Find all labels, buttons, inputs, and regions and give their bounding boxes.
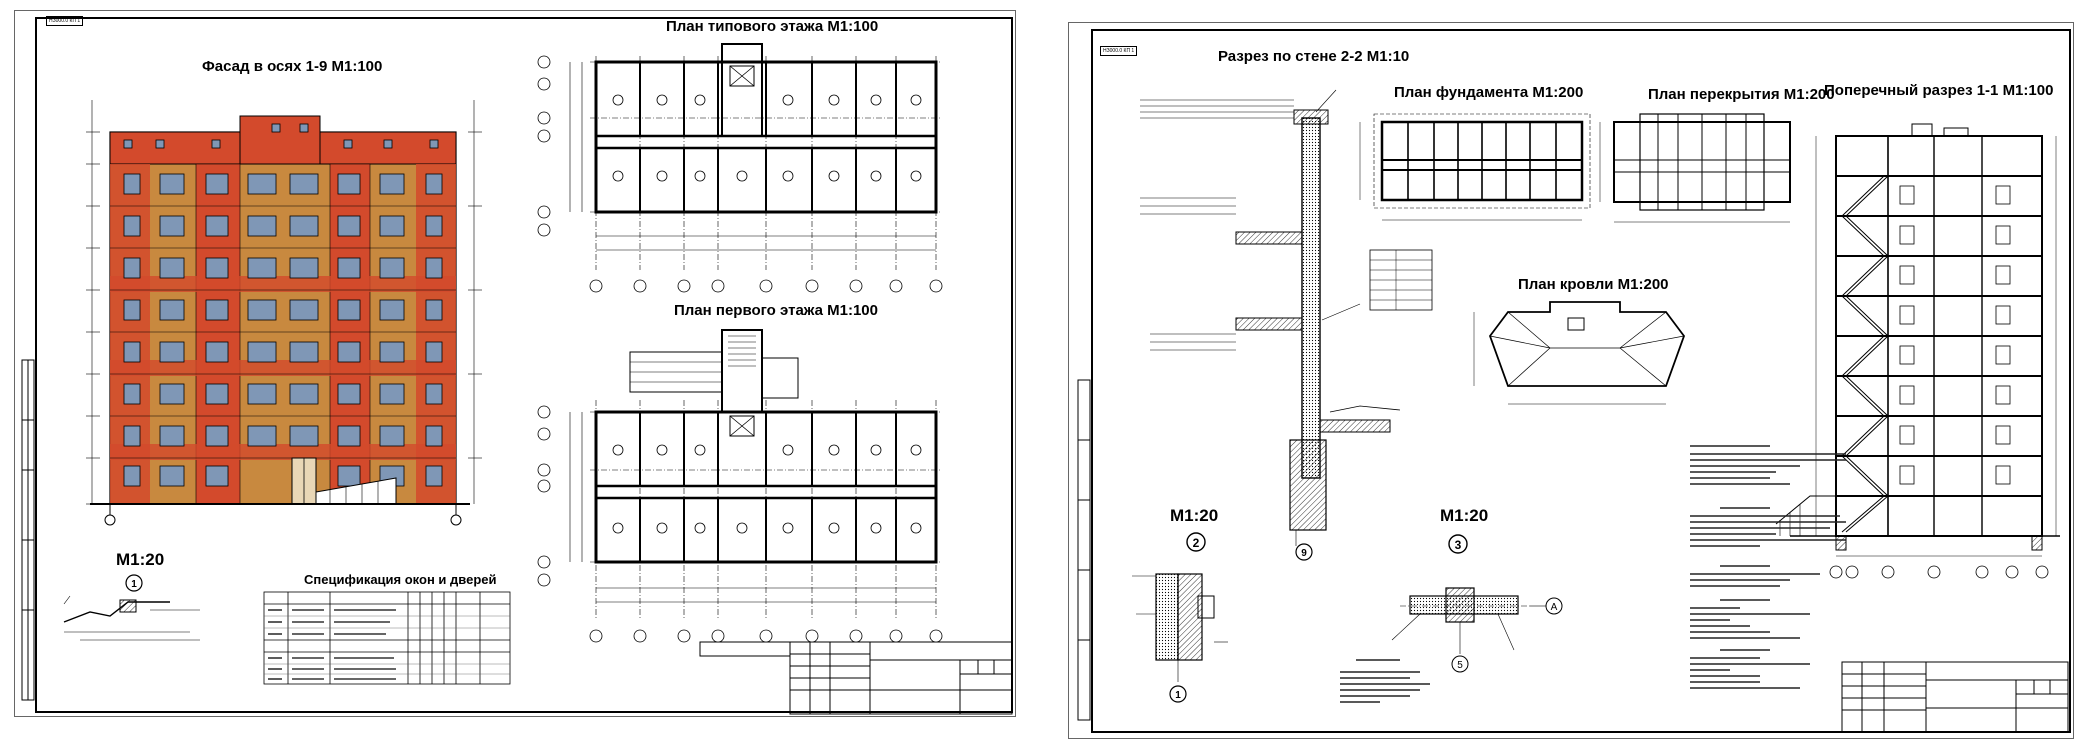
sheet-1-binding-strip: [21, 359, 35, 701]
first-floor-plan-title: План первого этажа М1:100: [674, 302, 878, 319]
cross-section-title: Поперечный разрез 1-1 М1:100: [1824, 82, 2054, 99]
detail-2-drawing: 2 1: [1132, 532, 1228, 703]
roof-plan-drawing: [1473, 301, 1686, 405]
slab-plan-title: План перекрытия М1:200: [1648, 86, 1835, 103]
sheet-1-title-block: [699, 641, 1013, 715]
sheet-1-frame: [35, 17, 1013, 713]
cross-section-drawing: [1775, 123, 2060, 579]
svg-text:1: 1: [131, 579, 137, 590]
svg-text:9: 9: [1301, 548, 1307, 559]
sheet-2-binding-strip: [1077, 379, 1091, 721]
detail-1-scale: М1:20: [116, 550, 165, 569]
sheet-2-title-block: [1841, 661, 2069, 733]
svg-text:5: 5: [1457, 660, 1463, 671]
spec-table: [263, 591, 511, 685]
roof-plan-title: План кровли М1:200: [1518, 276, 1669, 293]
spec-table-title: Спецификация окон и дверей: [304, 572, 497, 587]
foundation-plan-title: План фундамента М1:200: [1394, 84, 1584, 101]
facade-title: Фасад в осях 1-9 М1:100: [202, 58, 383, 75]
detail-3-scale: М1:20: [1440, 506, 1489, 525]
notes-text-lines: [1340, 445, 1846, 703]
svg-text:3: 3: [1455, 538, 1462, 552]
typical-floor-plan-title: План типового этажа М1:100: [666, 18, 879, 35]
typical-floor-plan: [537, 43, 943, 293]
slab-plan-drawing: [1599, 113, 1791, 223]
sheet-2-frame: [1091, 29, 2071, 733]
svg-text:A: A: [1551, 602, 1558, 613]
detail-1-drawing: 1: [63, 574, 200, 641]
detail-2-scale: М1:20: [1170, 506, 1219, 525]
svg-text:1: 1: [1175, 690, 1181, 701]
wall-section-drawing: 9: [1140, 89, 1401, 561]
drawing-sheet-2: [1068, 22, 2074, 739]
svg-text:2: 2: [1193, 536, 1200, 550]
sheet-2-stamp: НЗ000.0 КП 1: [1100, 46, 1138, 56]
wall-section-title: Разрез по стене 2-2 М1:10: [1218, 48, 1410, 65]
detail-3-drawing: 3 A 5: [1391, 534, 1563, 673]
first-floor-plan: [537, 329, 943, 643]
facade-drawing: [86, 100, 482, 526]
sheet-1-stamp: НЗ000.0 КП 1: [46, 16, 84, 26]
foundation-plan-drawing: [1359, 113, 1591, 311]
